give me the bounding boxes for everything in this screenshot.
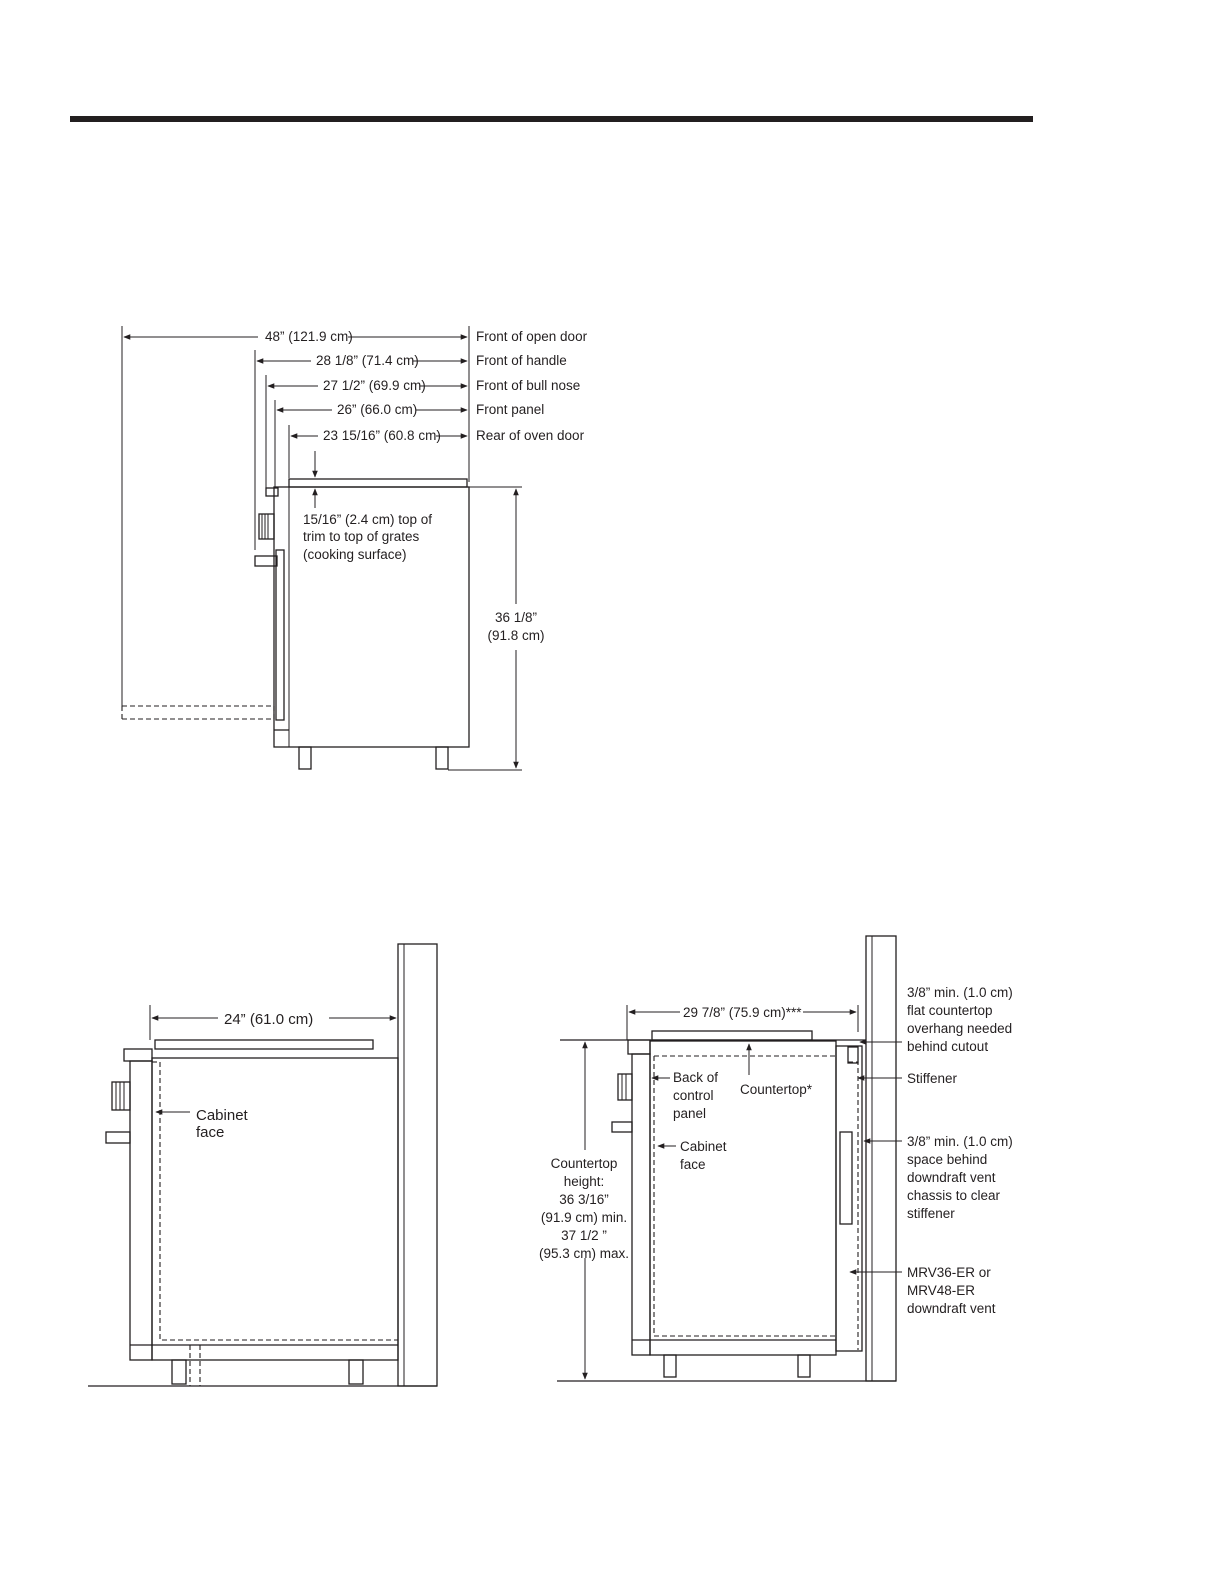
side-view-cabinet-diagram bbox=[88, 943, 438, 1387]
downdraft-depth-value: 29 7/8” (75.9 cm)*** bbox=[683, 1005, 802, 1020]
dim-oven-door-value: 23 15/16” (60.8 cm) bbox=[323, 428, 441, 443]
dim-front-panel-label: Front panel bbox=[476, 402, 544, 417]
side-view-downdraft-diagram bbox=[557, 935, 902, 1382]
vent-note-line-1: MRV36-ER or bbox=[907, 1265, 991, 1280]
space-note-line-3: downdraft vent bbox=[907, 1170, 996, 1185]
cabinet-face-right-line-1: Cabinet bbox=[680, 1139, 727, 1154]
stiffener-label: Stiffener bbox=[907, 1071, 958, 1086]
back-control-panel-line-2: control bbox=[673, 1088, 714, 1103]
grate-note-line-2: trim to top of grates bbox=[303, 529, 420, 544]
back-control-panel-line-3: panel bbox=[673, 1106, 706, 1121]
side-view-open-door-diagram bbox=[121, 326, 522, 771]
countertop-height-line-4: (91.9 cm) min. bbox=[541, 1210, 627, 1225]
cabinet-face-right-line-2: face bbox=[680, 1157, 706, 1172]
cabinet-depth-value: 24” (61.0 cm) bbox=[224, 1011, 313, 1028]
space-note-line-1: 3/8” min. (1.0 cm) bbox=[907, 1134, 1013, 1149]
vent-note-line-3: downdraft vent bbox=[907, 1301, 996, 1316]
overhang-note-line-1: 3/8” min. (1.0 cm) bbox=[907, 985, 1013, 1000]
dim-handle-label: Front of handle bbox=[476, 353, 567, 368]
cabinet-face-line-2: face bbox=[196, 1124, 224, 1141]
countertop-height-line-3: 36 3/16” bbox=[559, 1192, 609, 1207]
space-note-line-2: space behind bbox=[907, 1152, 987, 1167]
countertop-label: Countertop* bbox=[740, 1082, 813, 1097]
countertop-height-line-5: 37 1/2 ” bbox=[561, 1228, 607, 1243]
dim-front-panel-value: 26” (66.0 cm) bbox=[337, 402, 417, 417]
dim-open-door-label: Front of open door bbox=[476, 329, 588, 344]
back-control-panel-line-1: Back of bbox=[673, 1070, 718, 1085]
overhang-note-line-2: flat countertop bbox=[907, 1003, 993, 1018]
cabinet-face-line-1: Cabinet bbox=[196, 1107, 249, 1124]
grate-note-line-3: (cooking surface) bbox=[303, 547, 407, 562]
countertop-height-line-1: Countertop bbox=[551, 1156, 618, 1171]
overhang-note-line-3: overhang needed bbox=[907, 1021, 1012, 1036]
overhang-note-line-4: behind cutout bbox=[907, 1039, 988, 1054]
space-note-line-4: chassis to clear bbox=[907, 1188, 1001, 1203]
range-height-line-2: (91.8 cm) bbox=[487, 628, 544, 643]
dim-oven-door-label: Rear of oven door bbox=[476, 428, 585, 443]
dim-bullnose-value: 27 1/2” (69.9 cm) bbox=[323, 378, 426, 393]
dim-bullnose-label: Front of bull nose bbox=[476, 378, 580, 393]
vent-note-line-2: MRV48-ER bbox=[907, 1283, 975, 1298]
space-note-line-5: stiffener bbox=[907, 1206, 955, 1221]
countertop-height-line-2: height: bbox=[564, 1174, 605, 1189]
range-height-line-1: 36 1/8” bbox=[495, 610, 537, 625]
header-rule bbox=[70, 116, 1033, 122]
dim-open-door-value: 48” (121.9 cm) bbox=[265, 329, 353, 344]
grate-note-line-1: 15/16” (2.4 cm) top of bbox=[303, 512, 432, 527]
countertop-height-line-6: (95.3 cm) max. bbox=[539, 1246, 629, 1261]
dim-handle-value: 28 1/8” (71.4 cm) bbox=[316, 353, 419, 368]
